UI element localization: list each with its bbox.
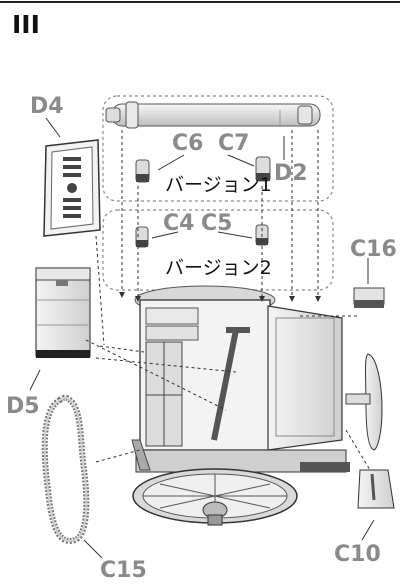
label-d5: D5	[6, 394, 40, 419]
step-number: III	[12, 10, 40, 39]
label-c16: C16	[350, 237, 397, 262]
part-d4-panel	[43, 139, 101, 237]
guide-lines	[85, 130, 371, 471]
label-c6: C6	[172, 131, 204, 156]
part-c4	[135, 226, 149, 248]
part-c16	[353, 287, 385, 308]
part-c6	[135, 159, 150, 183]
guide-arrowheads	[119, 292, 321, 302]
leader-lines	[29, 117, 375, 559]
version-2-label: バージョン2	[165, 257, 272, 279]
part-handle	[345, 353, 383, 451]
version-1-label: バージョン1	[165, 174, 272, 196]
label-c5: C5	[201, 211, 233, 236]
part-c7	[255, 156, 271, 182]
part-c10-cap	[357, 469, 395, 509]
part-c15-highlight	[43, 396, 88, 542]
main-assembly	[131, 285, 350, 526]
label-c10: C10	[334, 542, 381, 567]
part-d2-shaft	[105, 101, 321, 129]
label-c7: C7	[218, 131, 250, 156]
part-d5-box	[35, 267, 91, 358]
label-d4: D4	[30, 94, 64, 119]
label-c4: C4	[163, 211, 195, 236]
label-d2: D2	[274, 161, 308, 186]
part-c15-loop	[41, 394, 90, 544]
label-c15: C15	[100, 558, 147, 583]
